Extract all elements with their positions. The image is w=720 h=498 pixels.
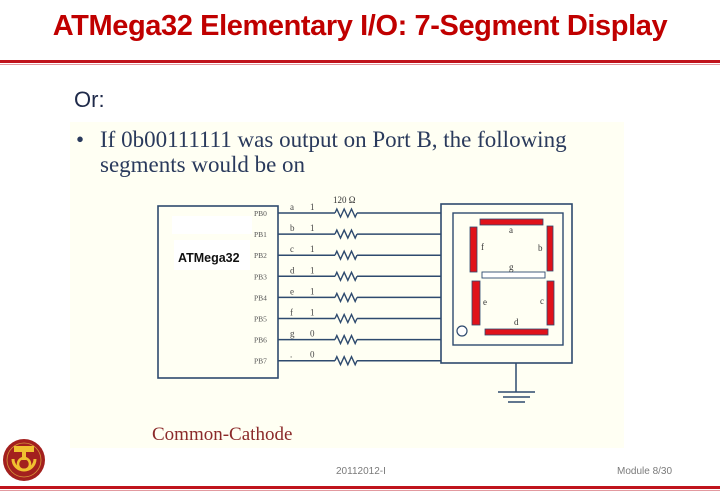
circuit-caption: Common-Cathode [152, 424, 293, 445]
pin-row: PB1b1b [254, 223, 446, 240]
segment-name-label: . [290, 350, 292, 360]
segment-e [471, 280, 481, 326]
pin-row: PB2c1c [254, 244, 446, 261]
segment-name-label: f [290, 308, 293, 318]
bit-value-label: 1 [310, 308, 315, 318]
segment-e-label: e [483, 297, 487, 307]
footer-divider [0, 486, 720, 489]
segment-d-label: d [514, 317, 519, 327]
port-pin-label: PB3 [254, 272, 267, 281]
segment-f [469, 226, 478, 273]
footer-page-number: Module 8/30 [617, 466, 673, 477]
display-face [452, 212, 564, 346]
chip-box [157, 205, 279, 379]
bit-value-label: 1 [310, 223, 315, 233]
segment-f-label: f [481, 242, 484, 252]
port-pin-label: PB1 [254, 230, 267, 239]
pin-row: PB4e1e [254, 286, 446, 304]
segment-g-label: g [509, 262, 514, 272]
slide-title: ATMega32 Elementary I/O: 7-Segment Displ… [52, 10, 668, 42]
segment-name-label: b [290, 223, 295, 233]
segment-name-label: a [290, 202, 294, 212]
resistor-icon [334, 249, 358, 261]
segment-g [481, 271, 546, 279]
bit-value-label: 1 [310, 202, 315, 212]
segment-b [546, 225, 554, 272]
segment-name-label: e [290, 286, 294, 296]
resistor-icon [334, 207, 358, 219]
segment-name-label: g [290, 329, 295, 339]
resistor-icon [334, 312, 358, 325]
port-pin-label: PB5 [254, 315, 267, 324]
segment-b-label: b [538, 243, 543, 253]
port-pin-label: PB7 [254, 357, 267, 366]
pin-rows: PB0a1aPB1b1bPB2c1cPB3d1dPB4e1ePB5f1fPB6g… [254, 202, 447, 367]
chip-label: ATMega32 [178, 251, 240, 265]
title-divider [0, 60, 720, 63]
bit-value-label: 0 [310, 350, 315, 360]
university-logo-icon [3, 439, 45, 481]
segment-c [546, 280, 555, 326]
resistor-icon [334, 270, 358, 282]
bit-value-label: 1 [310, 286, 315, 296]
pin-row: PB7.0. [254, 350, 445, 367]
title-divider-thin [0, 64, 720, 65]
pin-row: PB5f1f [254, 308, 446, 325]
segment-name-label: d [290, 265, 295, 275]
footer-course-code: 20112012-I [336, 466, 386, 477]
port-pin-label: PB4 [254, 293, 267, 302]
bit-value-label: 1 [310, 265, 315, 275]
resistor-label: 120 Ω [333, 195, 356, 205]
bit-value-label: 0 [310, 329, 315, 339]
segment-a-label: a [509, 225, 513, 235]
bullet-dot-icon: • [76, 127, 85, 152]
pin-row: PB6g0g [254, 329, 447, 346]
segment-d [484, 328, 549, 336]
segment-c-label: c [540, 296, 544, 306]
resistor-icon [334, 228, 358, 240]
decimal-point-icon [456, 325, 468, 337]
segment-a [479, 218, 544, 226]
footer-divider-thin [0, 490, 720, 491]
bullet-text: If 0b00111111 was output on Port B, the … [100, 127, 567, 177]
resistor-icon [334, 333, 358, 346]
ground-icon [498, 391, 535, 403]
segment-name-label: c [290, 244, 294, 254]
port-pin-label: PB0 [254, 209, 267, 218]
port-pin-label: PB6 [254, 336, 267, 345]
resistor-icon [334, 291, 358, 304]
bit-value-label: 1 [310, 244, 315, 254]
subheading: Or: [74, 87, 105, 112]
resistor-icon [334, 355, 358, 367]
port-pin-label: PB2 [254, 251, 267, 260]
pin-row: PB3d1d [254, 265, 447, 282]
